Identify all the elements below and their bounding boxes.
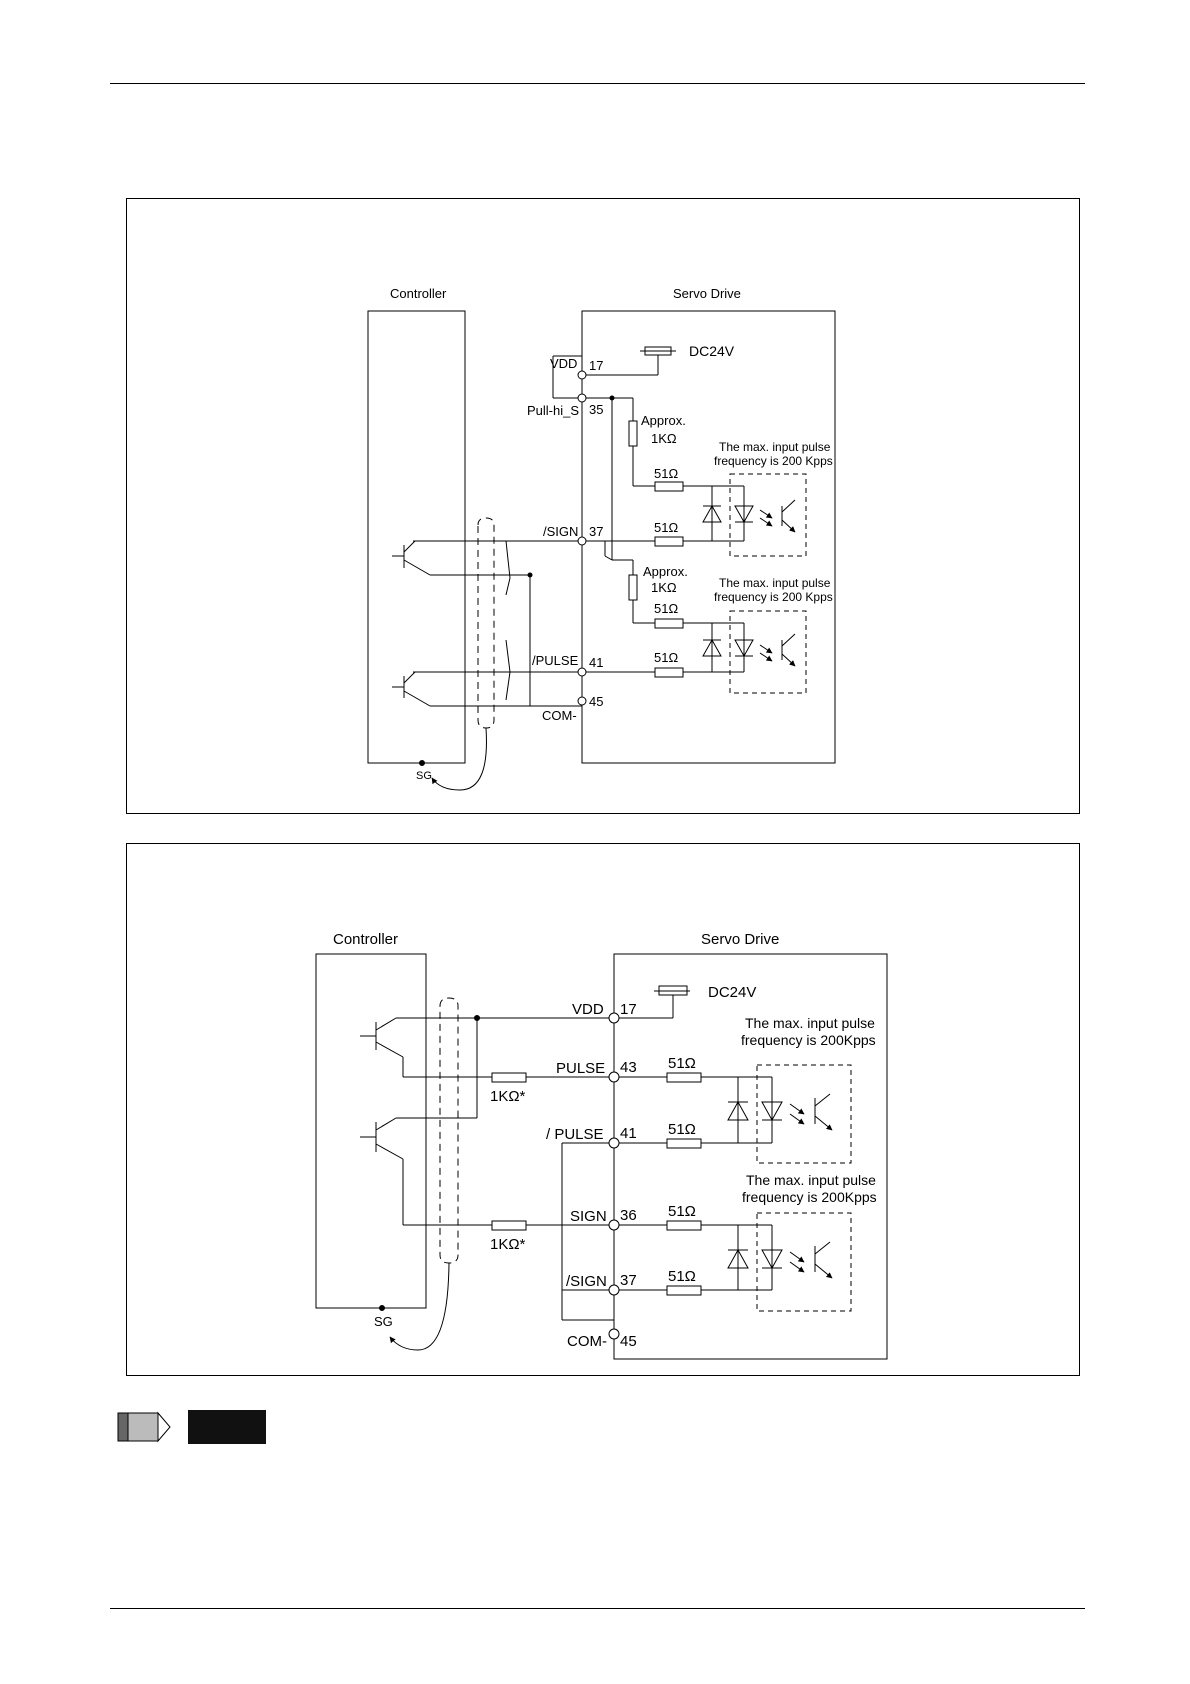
diagram-1	[367, 310, 836, 791]
d1-r51-b: 51Ω	[654, 520, 678, 535]
d1-res-1k-1: 1KΩ	[651, 431, 677, 446]
d2-controller-box	[315, 953, 427, 1309]
d1-sg-label: SG	[416, 770, 432, 782]
d1-sign-label: /SIGN	[543, 524, 578, 539]
d2-nsign-label: /SIGN	[566, 1273, 607, 1290]
d2-npulse-label: / PULSE	[546, 1126, 604, 1143]
d1-pin17: 17	[589, 358, 603, 373]
header-rule	[110, 83, 1085, 84]
d2-servo-label: Servo Drive	[701, 931, 779, 948]
note-pencil-icon	[117, 1410, 266, 1444]
d2-com-label: COM-	[567, 1333, 607, 1350]
d2-r51-c: 51Ω	[668, 1203, 696, 1220]
d2-r51-a: 51Ω	[668, 1055, 696, 1072]
d1-approx-1: Approx.	[641, 413, 686, 428]
footer-rule	[110, 1608, 1085, 1609]
d1-dc24v-label: DC24V	[689, 343, 735, 359]
d1-controller-label: Controller	[390, 286, 447, 301]
d1-r51-c: 51Ω	[654, 601, 678, 616]
d1-res-1k-2: 1KΩ	[651, 580, 677, 595]
diagram-1-frame	[126, 198, 1080, 814]
d2-sign-label: SIGN	[570, 1208, 607, 1225]
d2-note1-line1: The max. input pulse	[745, 1015, 875, 1031]
d2-res-1k-2: 1KΩ*	[490, 1236, 526, 1253]
d1-pin35: 35	[589, 402, 603, 417]
d1-pin41: 41	[589, 655, 603, 670]
d2-r51-b: 51Ω	[668, 1121, 696, 1138]
d2-pin43: 43	[620, 1059, 637, 1076]
diagram-1-labels: Controller Servo Drive VDD 17 DC24V Pull…	[390, 286, 833, 782]
d2-r51-d: 51Ω	[668, 1268, 696, 1285]
d2-dc24v-label: DC24V	[708, 984, 756, 1001]
d2-pulse-label: PULSE	[556, 1060, 605, 1077]
d2-pin17: 17	[620, 1001, 637, 1018]
d2-note2-line1: The max. input pulse	[746, 1172, 876, 1188]
diagram-2-frame	[126, 843, 1080, 1376]
d2-pin45: 45	[620, 1333, 637, 1350]
d1-pin45: 45	[589, 694, 603, 709]
d1-servo-box	[581, 310, 836, 764]
d1-pullhi-label: Pull-hi_S	[527, 403, 579, 418]
d2-res-1k-1: 1KΩ*	[490, 1088, 526, 1105]
d2-pin36: 36	[620, 1207, 637, 1224]
d1-r51-d: 51Ω	[654, 650, 678, 665]
d1-servo-label: Servo Drive	[673, 286, 741, 301]
d2-pin41: 41	[620, 1125, 637, 1142]
d1-note1-line1: The max. input pulse	[719, 440, 831, 454]
d2-pin37: 37	[620, 1272, 637, 1289]
d1-note2-line2: frequency is 200 Kpps	[714, 590, 833, 604]
d2-controller-label: Controller	[333, 931, 398, 948]
d1-note1-line2: frequency is 200 Kpps	[714, 454, 833, 468]
diagram-2-labels: Controller Servo Drive DC24V VDD 17 The …	[333, 931, 877, 1350]
d2-vdd-label: VDD	[572, 1001, 604, 1018]
d1-vdd-label: VDD	[550, 356, 577, 371]
d1-com-label: COM-	[542, 708, 577, 723]
d1-note2-line1: The max. input pulse	[719, 576, 831, 590]
d1-approx-2: Approx.	[643, 564, 688, 579]
d1-r51-a: 51Ω	[654, 466, 678, 481]
d2-sg-label: SG	[374, 1314, 393, 1329]
d2-note2-line2: frequency is 200Kpps	[742, 1189, 877, 1205]
d2-note1-line2: frequency is 200Kpps	[741, 1032, 876, 1048]
diagram-2	[315, 953, 888, 1360]
d1-pin37: 37	[589, 524, 603, 539]
d1-pulse-label: /PULSE	[532, 653, 579, 668]
d1-controller-box	[367, 310, 466, 764]
